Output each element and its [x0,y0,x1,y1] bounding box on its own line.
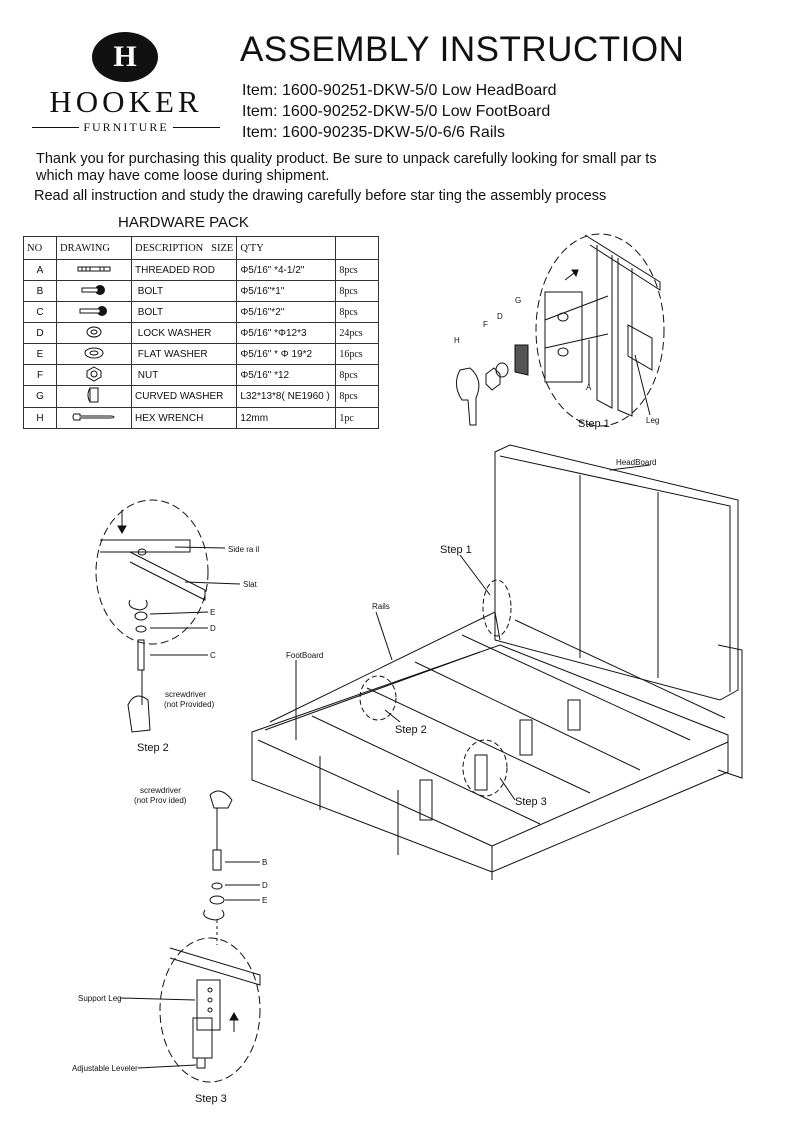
label-screwdriver: screwdriver [140,786,181,795]
intro-line: which may have come loose during shipmen… [36,168,330,184]
intro-text: Thank you for purchasing this quality pr… [36,151,657,185]
brand-name: HOOKER [49,84,203,119]
hardware-title: HARDWARE PACK [118,214,249,231]
hex-wrench-icon [72,413,115,420]
step2-bed-label: Step 2 [395,724,427,736]
label-a: A [586,383,592,392]
col-no: NO [23,236,57,260]
threaded-rod-icon [77,266,111,271]
bed-frame [251,444,743,880]
brand-sub-text: FURNITURE [83,120,169,134]
label-screwdriver: screwdriver [165,690,206,699]
logo-letter: H [113,40,137,73]
lock-washer-icon [86,326,102,337]
label-not-provided: (not Prov ided) [134,796,187,805]
step1-detail [456,233,665,427]
item-list: Item: 1600-90251-DKW-5/0 Low HeadBoard I… [242,80,557,143]
step2-detail [95,499,241,733]
step3-bed-label: Step 3 [515,796,547,808]
step1-label: Step 1 [578,418,610,430]
curved-washer-icon [87,387,99,403]
label-c: C [210,651,216,660]
label-slat: Slat [243,580,257,589]
label-e: E [262,896,268,905]
step3-detail [119,790,261,1083]
step1-bed-label: Step 1 [440,544,472,556]
label-leg: Leg [646,416,660,425]
label-g: G [515,296,522,305]
item-line: Item: 1600-90251-DKW-5/0 Low HeadBoard [242,82,557,99]
label-headboard: HeadBoard [616,458,657,467]
label-support-leg: Support Leg [78,994,122,1003]
bolt-icon [79,305,107,316]
col-size: Q'TY [236,236,337,260]
label-rails: Rails [372,602,390,611]
label-e: E [210,608,216,617]
label-f: F [483,320,488,329]
intro-line: Read all instruction and study the drawi… [34,188,607,204]
label-h: H [454,336,460,345]
label-footboard: FootBoard [286,651,324,660]
col-qty [335,236,380,260]
brand-sub: FURNITURE [32,120,220,135]
label-d: D [497,312,503,321]
label-not-provided: (not Provided) [164,700,215,709]
item-line: Item: 1600-90252-DKW-5/0 Low FootBoard [242,103,551,120]
intro-line: Thank you for purchasing this quality pr… [36,151,657,167]
label-d: D [210,624,216,633]
page-title: ASSEMBLY INSTRUCTION [240,30,685,69]
label-d: D [262,881,268,890]
nut-icon [86,365,102,382]
label-adjustable-leveler: Adjustable Leveler [72,1064,138,1073]
table-header-row: NO DRAWING DESCRIPTION SIZE Q'TY [23,236,380,260]
step3-label: Step 3 [195,1093,227,1105]
label-b: B [262,858,268,867]
brand-logo: H [92,32,158,82]
step2-label: Step 2 [137,742,169,754]
bolt-icon [81,284,105,295]
flat-washer-icon [84,347,104,358]
label-side-rail: Side ra il [228,545,260,554]
item-line: Item: 1600-90235-DKW-5/0-6/6 Rails [242,124,505,141]
